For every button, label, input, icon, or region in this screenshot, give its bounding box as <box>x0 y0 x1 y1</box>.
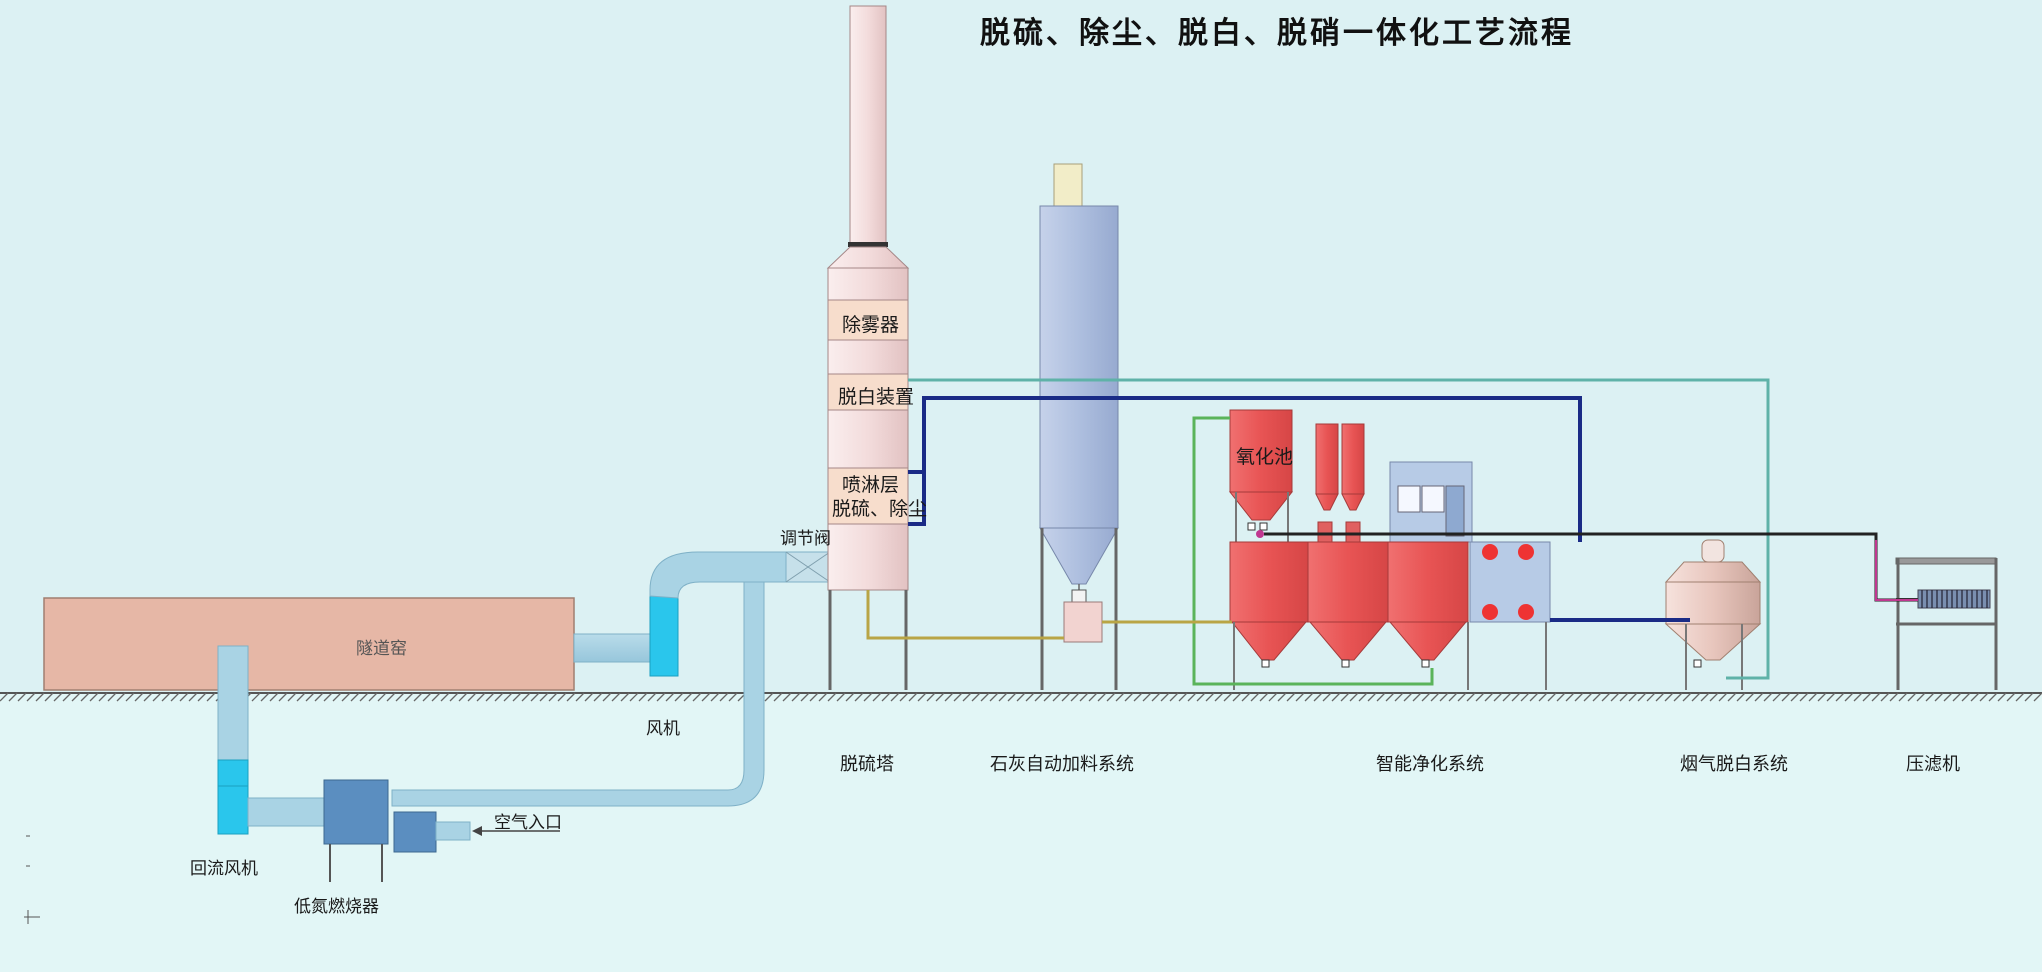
kiln-label: 隧道窑 <box>356 639 407 659</box>
spray-section <box>827 467 909 525</box>
return-fan-label: 回流风机 <box>190 859 258 879</box>
return-fan-lower <box>217 785 249 835</box>
margin-marks <box>24 835 40 924</box>
purify-system-label: 智能净化系统 <box>1376 754 1484 775</box>
tower-cap <box>826 246 910 269</box>
purification-unit <box>1228 409 1702 690</box>
dewhite-vessel <box>1664 539 1762 690</box>
fan-label: 风机 <box>646 719 680 739</box>
fan-body <box>649 595 679 677</box>
pipe-network <box>866 378 1918 686</box>
air-inlet-arrowhead <box>472 826 482 836</box>
return-fan-upper <box>217 759 249 787</box>
burner-label: 低氮燃烧器 <box>294 897 379 917</box>
filter-press-label: 压滤机 <box>1906 754 1960 775</box>
burner-secondary <box>393 811 437 853</box>
dewhite-system-label: 烟气脱白系统 <box>1680 754 1788 775</box>
valve-label: 调节阀 <box>780 529 831 549</box>
burner-main <box>323 779 389 845</box>
bypass-duct <box>391 581 765 807</box>
dewhite-section <box>827 373 909 411</box>
spray-layer-label-1: 喷淋层 <box>842 474 900 496</box>
spray-layer-label-2: 脱硫、除尘 <box>832 498 928 520</box>
kiln-body <box>43 597 575 691</box>
oxidation-tank-label: 氧化池 <box>1236 446 1294 468</box>
filter-press <box>1895 557 1998 690</box>
kiln-outlet-duct <box>573 633 651 663</box>
demister-section <box>827 299 909 341</box>
lime-system-label: 石灰自动加料系统 <box>990 754 1134 775</box>
chimney <box>849 5 887 245</box>
air-inlet-label: 空气入口 <box>494 813 562 833</box>
underground-area <box>0 693 2042 972</box>
chimney-band <box>848 242 888 247</box>
regulating-valve <box>785 551 831 583</box>
dewhite-device-label: 脱白装置 <box>838 386 915 408</box>
demister-label: 除雾器 <box>842 314 900 336</box>
desulfurization-tower <box>826 5 910 690</box>
return-duct-horizontal <box>247 797 325 827</box>
tower-system-label: 脱硫塔 <box>840 754 894 775</box>
oxidation-tank <box>1229 409 1293 493</box>
air-inlet-pipe <box>435 821 471 841</box>
lime-silo <box>1039 163 1119 690</box>
ground-line <box>0 692 2042 702</box>
page-title: 脱硫、除尘、脱白、脱硝一体化工艺流程 <box>980 16 1574 51</box>
